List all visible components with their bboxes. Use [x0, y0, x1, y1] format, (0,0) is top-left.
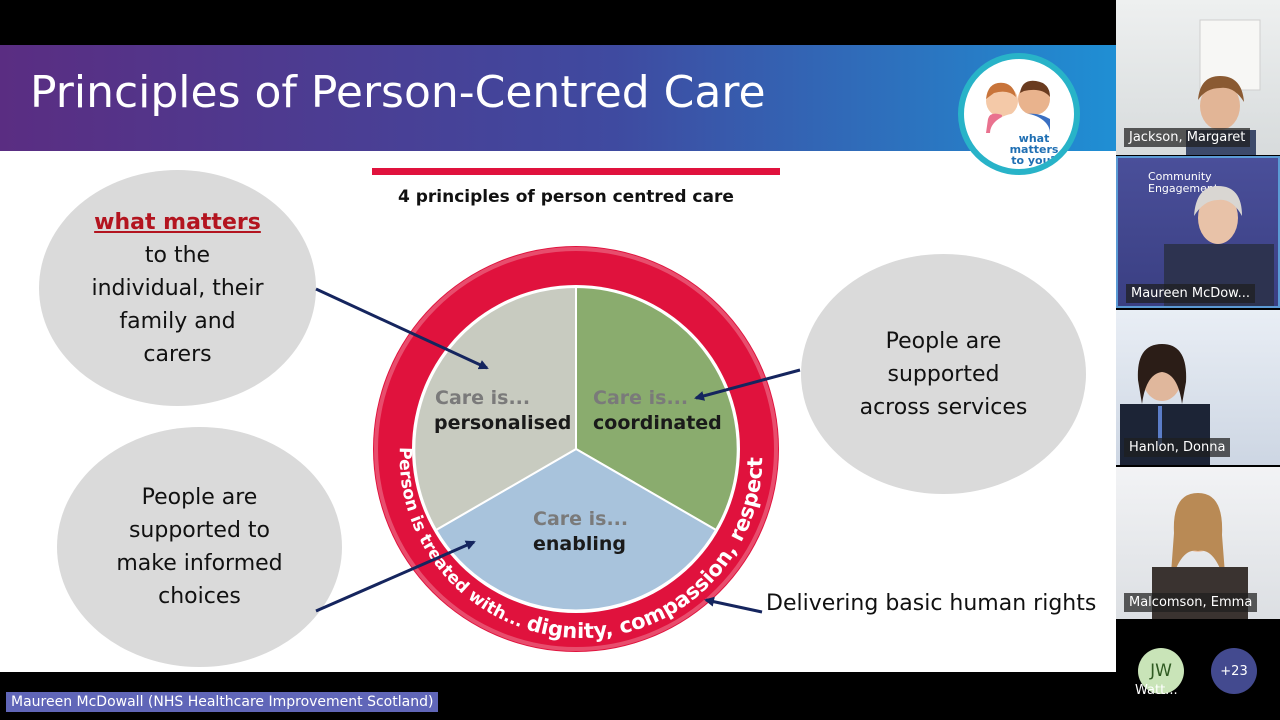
presenter-name-tag: Maureen McDowall (NHS Healthcare Improve… [6, 692, 439, 712]
informed-choices-bubble: People are supported to make informed ch… [57, 427, 342, 667]
across-services-bubble: People are supported across services [801, 254, 1086, 494]
bubble-line: supported to [128, 518, 271, 543]
arrow-to-enabling [315, 540, 476, 613]
participant-avatar-name: Watt... [1135, 683, 1178, 698]
what-matters-bubble: what matters to the individual, their fa… [39, 170, 316, 406]
participant-tile-jackson[interactable]: Jackson, Margaret [1116, 0, 1280, 155]
segment-enabling [434, 447, 718, 612]
segment-coordinated-label: coordinated [593, 412, 722, 434]
segment-personalised [413, 285, 577, 532]
segment-personalised-prefix: Care is... [435, 387, 530, 409]
participant-tile-malcomson[interactable]: Malcomson, Emma [1116, 467, 1280, 619]
backdrop-text: Community [1148, 170, 1212, 183]
human-rights-label: Delivering basic human rights [766, 591, 1097, 616]
participant-name: Malcomson, Emma [1124, 593, 1258, 612]
person-centred-care-diagram: Care is... personalised Care is... coord… [315, 246, 801, 652]
participant-name: Jackson, Margaret [1124, 128, 1251, 147]
bubble-line: make informed [116, 551, 283, 576]
what-matters-highlight: what matters [94, 209, 261, 235]
slide-title: Principles of Person-Centred Care [30, 67, 766, 118]
arrow-to-coordinated [694, 368, 801, 401]
more-participants-button[interactable]: +23 [1211, 648, 1257, 694]
what-matters-logo: what matters to you? [958, 53, 1080, 175]
bubble-line: choices [158, 584, 241, 609]
arrow-to-personalised [315, 287, 489, 370]
participant-name: Hanlon, Donna [1124, 438, 1231, 457]
heading-accent-bar [372, 168, 780, 175]
participant-avatar-jw[interactable]: JW [1138, 648, 1184, 694]
participant-tile-hanlon[interactable]: Hanlon, Donna [1116, 310, 1280, 465]
backdrop-text: Engagement [1148, 182, 1219, 195]
shared-slide: Principles of Person-Centred Care what m… [0, 45, 1116, 672]
arrow-to-ring [704, 596, 763, 614]
bubble-line: across services [859, 394, 1028, 420]
diagram-heading: 4 principles of person centred care [398, 187, 734, 207]
slide-title-banner: Principles of Person-Centred Care [0, 45, 1116, 151]
segment-personalised-label: personalised [434, 412, 571, 434]
participant-tile-mcdowall[interactable]: Community Engagement Maureen McDow... [1116, 156, 1280, 308]
bubble-line: People are [885, 328, 1002, 354]
bubble-line: individual, their [91, 275, 264, 301]
segment-coordinated-prefix: Care is... [593, 387, 688, 409]
bubble-line: supported [887, 361, 1000, 387]
participant-name: Maureen McDow... [1126, 284, 1256, 303]
logo-text: what matters to you? [1009, 132, 1059, 167]
segment-enabling-prefix: Care is... [533, 508, 628, 530]
bubble-line: family and [119, 308, 236, 334]
bubble-line: People are [141, 485, 258, 510]
bubble-line: to the [144, 242, 211, 268]
bubble-line: carers [143, 341, 212, 367]
segment-coordinated [575, 285, 739, 532]
segment-enabling-label: enabling [533, 533, 626, 555]
